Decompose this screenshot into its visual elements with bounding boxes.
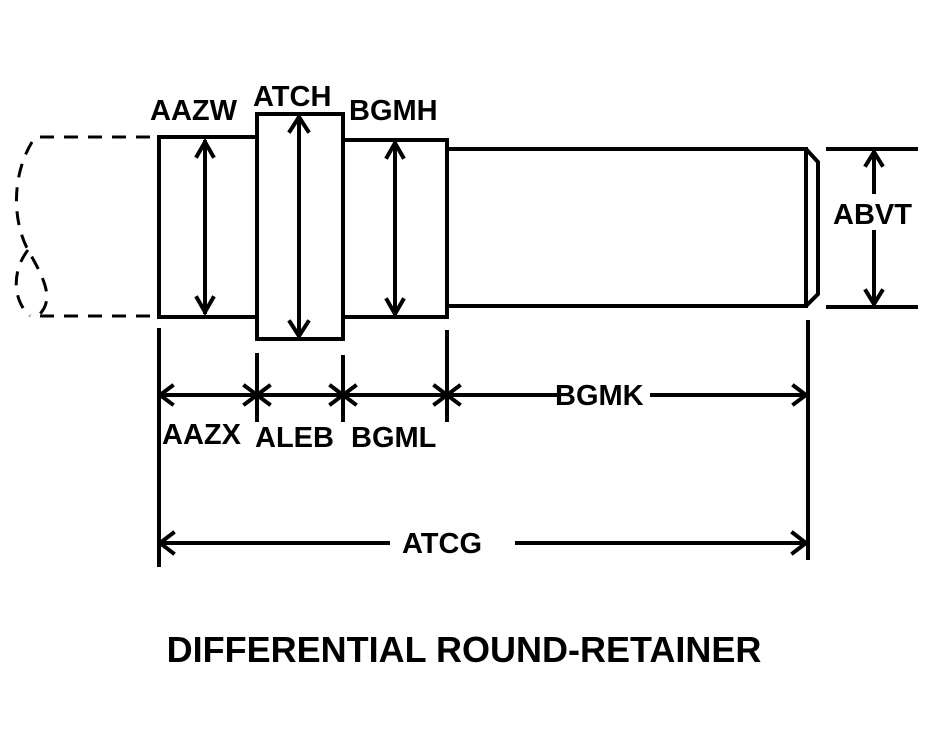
label-aleb: ALEB <box>255 422 334 454</box>
shaft-end-section <box>157 135 259 319</box>
stem-section <box>445 147 820 308</box>
part-body <box>157 112 820 341</box>
label-bgml: BGML <box>351 422 436 454</box>
diagram-title: DIFFERENTIAL ROUND-RETAINER <box>167 629 762 670</box>
label-aazx: AAZX <box>162 419 242 451</box>
label-bgmh: BGMH <box>349 95 438 127</box>
label-abvt: ABVT <box>833 199 912 231</box>
extension-lines <box>157 320 810 567</box>
length-dimension-arrows <box>156 383 810 407</box>
label-atcg: ATCG <box>402 528 482 560</box>
aazw-dimension-arrow <box>194 137 216 317</box>
label-aazw: AAZW <box>150 95 238 127</box>
atch-dimension-arrow <box>287 113 311 340</box>
label-atch: ATCH <box>253 81 331 113</box>
label-bgmk: BGMK <box>555 380 644 412</box>
diameter-arrows <box>194 113 918 340</box>
bgmh-dimension-arrow <box>384 138 406 319</box>
broken-shaft-outline <box>14 135 158 318</box>
abvt-dimension-arrow <box>826 147 918 309</box>
overall-length-arrow <box>156 530 810 556</box>
